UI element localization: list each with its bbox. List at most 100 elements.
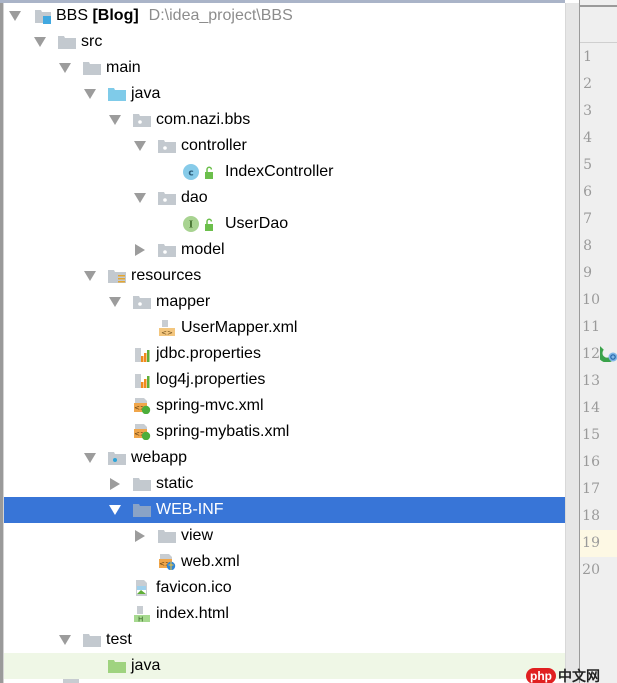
properties-file-icon (135, 374, 150, 388)
partial-tree-icon (63, 679, 79, 683)
line-number: 15 (582, 427, 600, 443)
tree-row-web-xml[interactable]: <> web.xml (4, 549, 565, 575)
svg-text:c: c (188, 169, 193, 179)
public-access-icon (205, 218, 213, 231)
svg-text:<>: <> (159, 560, 171, 568)
tree-row-label: spring-mybatis.xml (156, 423, 290, 440)
package-icon (158, 140, 176, 153)
line-number: 17 (582, 481, 600, 497)
spring-bean-icon[interactable] (600, 344, 617, 362)
tree-row-spring-mybatis-xml[interactable]: <> spring-mybatis.xml (4, 419, 565, 445)
folder-icon (133, 478, 151, 491)
svg-text:I: I (189, 221, 193, 231)
test-source-folder-icon (108, 660, 126, 673)
editor-tab-area (580, 0, 617, 43)
chevron-down-icon[interactable] (58, 55, 72, 81)
project-path: D:\idea_project\BBS (148, 7, 293, 24)
tree-row-favicon[interactable]: favicon.ico (4, 575, 565, 601)
line-numbers: 1 2 3 4 5 6 7 8 9 10 11 12 13 14 15 16 1… (580, 44, 617, 584)
tree-row-label: dao (181, 189, 208, 206)
tree-row-test[interactable]: test (4, 627, 565, 653)
line-number: 8 (583, 238, 592, 254)
tree-row-index-html[interactable]: H index.html (4, 601, 565, 627)
resources-folder-icon (108, 270, 126, 283)
watermark-text: 中文网 (558, 668, 600, 683)
chevron-down-icon[interactable] (58, 627, 72, 653)
tree-row-web-inf[interactable]: WEB-INF (4, 497, 565, 523)
chevron-down-icon[interactable] (33, 29, 47, 55)
tree-row-src[interactable]: src (4, 29, 565, 55)
line-number: 5 (583, 157, 592, 173)
tree-row-label: mapper (156, 293, 211, 310)
package-icon (133, 296, 151, 309)
tree-row-dao[interactable]: dao (4, 185, 565, 211)
chevron-down-icon[interactable] (8, 3, 22, 29)
tree-row-label: favicon.ico (156, 579, 232, 596)
tree-row-user-mapper-xml[interactable]: <> UserMapper.xml (4, 315, 565, 341)
tree-row-log4j-properties[interactable]: log4j.properties (4, 367, 565, 393)
chevron-right-icon[interactable] (108, 471, 122, 497)
window-left-border (0, 0, 4, 683)
tree-row-label: model (181, 241, 225, 258)
tree-row-label: src (81, 33, 103, 50)
svg-text:<>: <> (161, 329, 173, 336)
tree-row-label: index.html (156, 605, 229, 622)
project-tree[interactable]: BBS [Blog]D:\idea_project\BBS src main j… (4, 3, 565, 683)
line-number: 14 (582, 400, 600, 416)
interface-icon: I (183, 216, 199, 232)
line-number: 7 (583, 211, 592, 227)
folder-icon (158, 530, 176, 543)
tree-row-view[interactable]: view (4, 523, 565, 549)
tree-row-label: java (131, 657, 161, 674)
tree-row-package-root[interactable]: com.nazi.bbs (4, 107, 565, 133)
tree-row-user-dao[interactable]: I UserDao (4, 211, 565, 237)
tree-row-root[interactable]: BBS [Blog]D:\idea_project\BBS (4, 3, 565, 29)
line-number: 6 (583, 184, 592, 200)
tree-row-spring-mvc-xml[interactable]: <> spring-mvc.xml (4, 393, 565, 419)
tree-row-jdbc-properties[interactable]: jdbc.properties (4, 341, 565, 367)
svg-text:<>: <> (134, 404, 146, 412)
package-icon (158, 192, 176, 205)
line-number: 20 (582, 562, 600, 578)
folder-icon (58, 36, 76, 49)
package-icon (133, 114, 151, 127)
tree-row-label: UserMapper.xml (181, 319, 298, 336)
line-number: 1 (583, 49, 592, 65)
tree-row-model[interactable]: model (4, 237, 565, 263)
web-xml-icon: <> (159, 554, 176, 570)
tree-row-java-source[interactable]: java (4, 81, 565, 107)
tree-row-label: BBS [Blog]D:\idea_project\BBS (56, 7, 293, 24)
chevron-down-icon[interactable] (83, 445, 97, 471)
folder-icon (83, 62, 101, 75)
chevron-down-icon[interactable] (108, 497, 122, 523)
line-number-current: 19 (580, 530, 617, 557)
tree-row-static[interactable]: static (4, 471, 565, 497)
tree-row-index-controller[interactable]: c IndexController (4, 159, 565, 185)
chevron-right-icon[interactable] (133, 523, 147, 549)
line-number: 4 (583, 130, 592, 146)
tree-scrollbar[interactable] (565, 3, 579, 683)
svg-text:<>: <> (134, 430, 146, 438)
chevron-down-icon[interactable] (133, 133, 147, 159)
tree-row-mapper[interactable]: mapper (4, 289, 565, 315)
tree-row-controller[interactable]: controller (4, 133, 565, 159)
editor-gutter: 1 2 3 4 5 6 7 8 9 10 11 12 13 14 15 16 1… (579, 0, 617, 683)
tab-bar-border (580, 5, 617, 7)
chevron-down-icon[interactable] (83, 263, 97, 289)
tree-row-label: controller (181, 137, 247, 154)
line-number: 10 (582, 292, 600, 308)
tree-row-main[interactable]: main (4, 55, 565, 81)
tree-row-webapp[interactable]: webapp (4, 445, 565, 471)
chevron-down-icon[interactable] (83, 81, 97, 107)
tree-row-label: test (106, 631, 132, 648)
tree-row-resources[interactable]: resources (4, 263, 565, 289)
svg-text:H: H (138, 616, 143, 623)
chevron-down-icon[interactable] (108, 289, 122, 315)
tree-row-label: static (156, 475, 194, 492)
panel-top-border (0, 0, 565, 3)
chevron-right-icon[interactable] (133, 237, 147, 263)
chevron-down-icon[interactable] (108, 107, 122, 133)
tree-row-java-test[interactable]: java (4, 653, 565, 679)
tree-row-label: resources (131, 267, 202, 284)
chevron-down-icon[interactable] (133, 185, 147, 211)
